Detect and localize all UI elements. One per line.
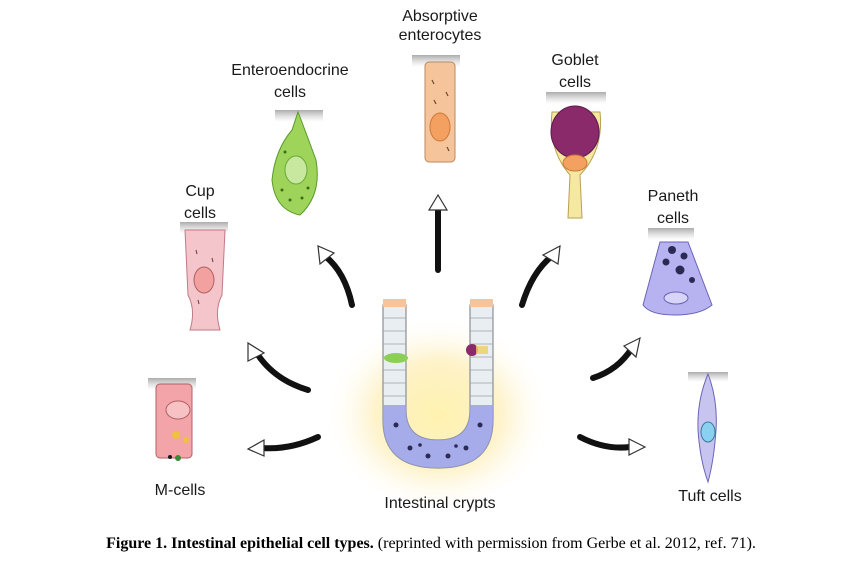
label-goblet-cells: Goblet cells bbox=[535, 50, 615, 94]
label-goblet-line1: Goblet bbox=[551, 52, 599, 69]
caption-title: Figure 1. Intestinal epithelial cell typ… bbox=[106, 535, 374, 552]
label-cup-line2: cells bbox=[183, 205, 216, 222]
arrowhead-goblet bbox=[541, 244, 561, 265]
label-enteroendocrine-line1: Enteroendocrine bbox=[231, 62, 349, 79]
label-absorptive-line2: enterocytes bbox=[398, 27, 482, 44]
caption-note: (reprinted with permission from Gerbe et… bbox=[373, 535, 756, 552]
label-cup-cells: Cup cells bbox=[165, 181, 235, 225]
absorptive-enterocyte-cell bbox=[412, 55, 460, 163]
arrow-to-cup bbox=[255, 352, 311, 393]
arrowhead-tuft bbox=[628, 438, 647, 456]
label-m-cells-text: M-cells bbox=[154, 482, 206, 499]
label-m-cells: M-cells bbox=[135, 480, 225, 502]
label-paneth-line2: cells bbox=[656, 210, 689, 227]
arrowheads bbox=[246, 193, 647, 457]
label-crypts-text: Intestinal crypts bbox=[384, 495, 496, 512]
label-tuft-text: Tuft cells bbox=[678, 488, 742, 505]
arrow-to-enteroendocrine bbox=[322, 253, 355, 308]
arrowhead-paneth bbox=[622, 336, 641, 359]
tuft-cell bbox=[688, 372, 728, 484]
arrowhead-enteroendocrine bbox=[317, 245, 336, 266]
arrowhead-enterocytes bbox=[427, 193, 449, 211]
label-paneth-cells: Paneth cells bbox=[628, 186, 718, 230]
label-tuft-cells: Tuft cells bbox=[655, 486, 765, 508]
label-absorptive-enterocytes: Absorptive enterocytes bbox=[372, 6, 508, 47]
arrow-to-goblet bbox=[519, 253, 555, 308]
arrow-to-mcells bbox=[259, 434, 321, 452]
paneth-cell bbox=[642, 228, 713, 316]
cup-cell bbox=[180, 222, 228, 331]
enteroendocrine-cell bbox=[271, 110, 323, 216]
m-cell bbox=[148, 378, 196, 461]
intestinal-crypt bbox=[382, 299, 494, 469]
cell-types-diagram bbox=[148, 55, 728, 505]
arrowhead-cup bbox=[247, 341, 266, 362]
arrow-to-tuft bbox=[577, 434, 633, 451]
label-absorptive-line1: Absorptive bbox=[402, 8, 478, 25]
label-paneth-line1: Paneth bbox=[647, 188, 699, 205]
label-intestinal-crypts: Intestinal crypts bbox=[360, 493, 520, 515]
crypt-glow bbox=[323, 305, 553, 505]
label-enteroendocrine-cells: Enteroendocrine cells bbox=[210, 60, 370, 104]
label-enteroendocrine-line2: cells bbox=[273, 84, 306, 101]
goblet-cell bbox=[546, 92, 606, 219]
arrow-to-paneth bbox=[590, 345, 635, 381]
figure-caption: Figure 1. Intestinal epithelial cell typ… bbox=[0, 535, 862, 553]
arrowhead-mcells bbox=[246, 438, 265, 457]
label-goblet-line2: cells bbox=[558, 74, 591, 91]
label-cup-line1: Cup bbox=[185, 183, 215, 200]
